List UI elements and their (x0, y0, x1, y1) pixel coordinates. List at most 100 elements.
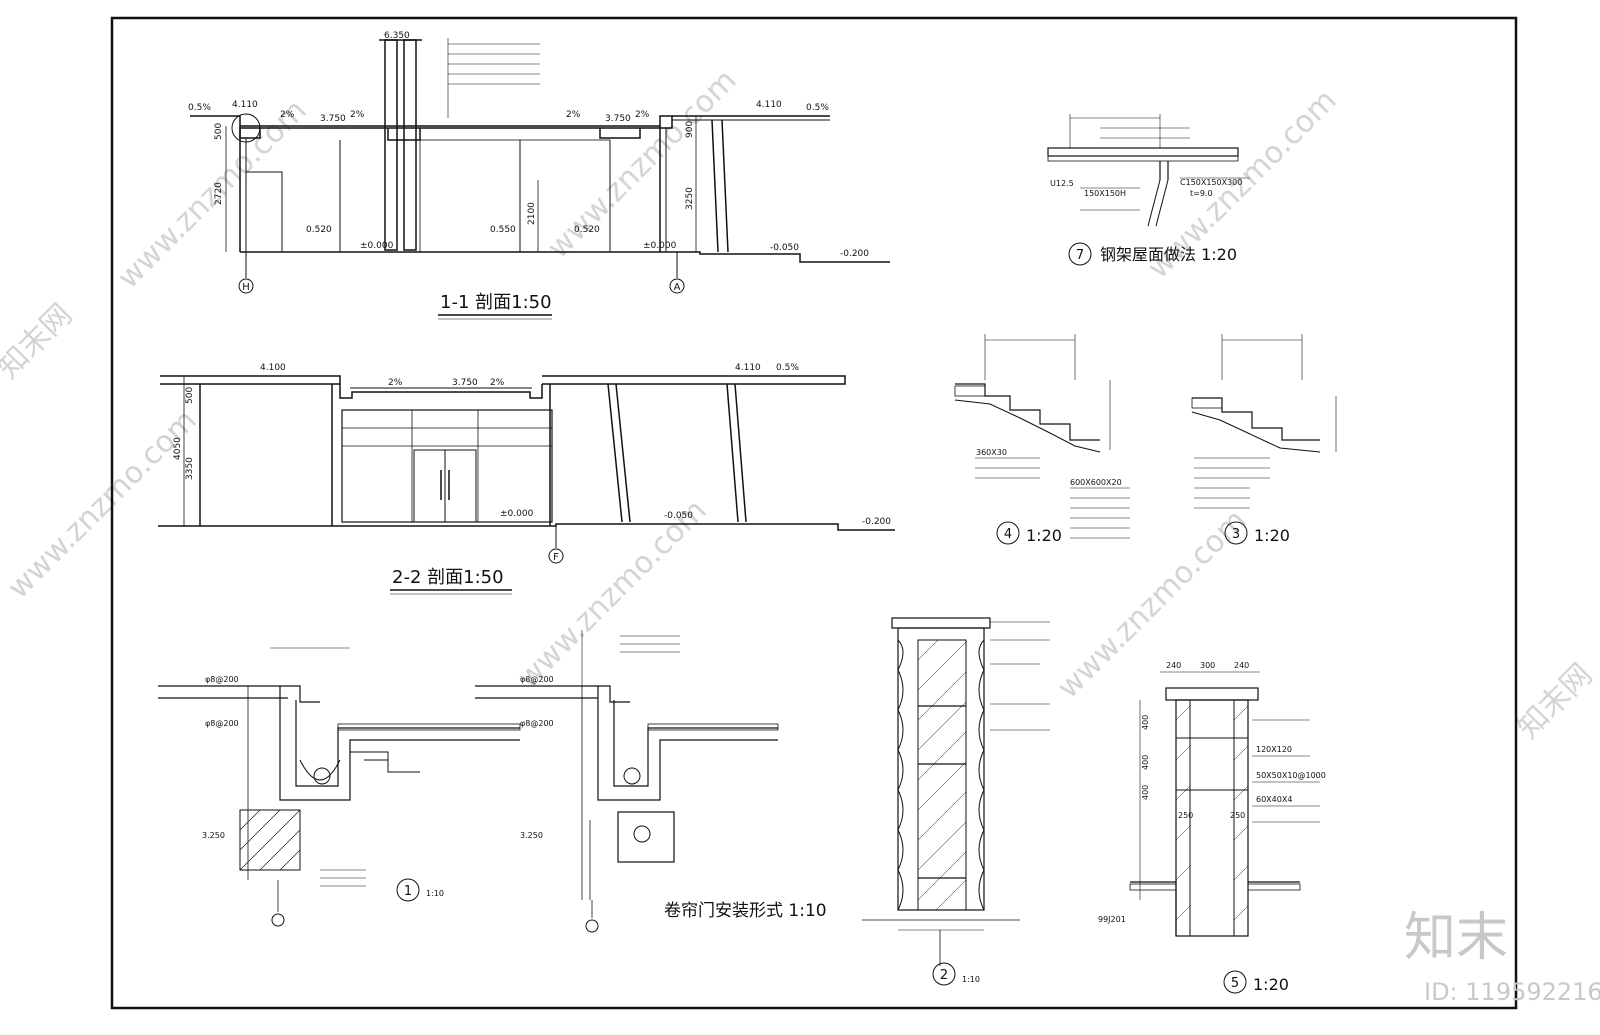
axis-label: F (553, 552, 559, 563)
detail-label: 360X30 (976, 448, 1007, 457)
dimension-label: 250 (1230, 811, 1245, 820)
roof-slab-mid (339, 384, 543, 399)
detail-number-circle (1068, 242, 1092, 266)
detail-label: 120X120 (1256, 745, 1292, 754)
detail-label: φ8@200 (520, 719, 554, 728)
elevation-label: -0.050 (664, 511, 693, 521)
dimension-label: 2720 (214, 182, 224, 205)
detail-number-circle (1223, 970, 1247, 994)
column (726, 383, 739, 523)
slope-label: 2% (490, 378, 505, 388)
detail-label: φ8@200 (205, 675, 239, 684)
sheet-border (110, 16, 1518, 1010)
detail-scale: 1:10 (962, 975, 980, 984)
column (607, 383, 623, 523)
note-lines (447, 38, 540, 118)
axis-bubble (548, 548, 564, 564)
detail-label: 50X50X10@1000 (1256, 771, 1326, 780)
detail-label: 600X600X20 (1070, 478, 1122, 487)
section-2-2: F 500 4050 3350 4.100 3.750 4.110 ±0.000… (158, 363, 895, 595)
axis-bubble (669, 278, 685, 294)
detail-callout-circle (231, 113, 261, 143)
roof-layer (1047, 147, 1239, 157)
slope-label: 0.5% (188, 103, 211, 113)
detail-label: C150X150X300 (1180, 178, 1242, 187)
ground-line (240, 251, 890, 263)
detail-scale: 1:20 (1026, 526, 1062, 545)
detail-number: 7 (1076, 248, 1084, 263)
detail-1-gutter: φ8@200 φ8@200 3.250 1 1:10 (158, 647, 521, 927)
section-title: 2-2 剖面1:50 (392, 567, 504, 588)
stone-facing (897, 639, 985, 911)
watermark: www.znzmo.com (111, 93, 314, 296)
elevation-label: 4.110 (756, 100, 782, 110)
detail-number: 3 (1232, 527, 1240, 542)
shutter-box (617, 811, 675, 863)
elevation-label: 0.520 (574, 225, 600, 235)
detail-label: U12.5 (1050, 179, 1074, 188)
chimney (384, 39, 398, 251)
hatched-wall (239, 809, 301, 871)
elevation-label: -0.050 (770, 243, 799, 253)
watermark: www.znzmo.com (1, 403, 204, 606)
image-id: ID: 1195922162 (1424, 978, 1600, 1006)
detail-number-circle (932, 962, 956, 986)
elevation-label: 3.750 (320, 114, 346, 124)
elevation-label: ±0.000 (643, 241, 677, 251)
slope-label: 2% (350, 110, 365, 120)
elevation-label: 4.110 (735, 363, 761, 373)
dimension-label: 500 (185, 387, 195, 404)
detail-label: 3.250 (520, 831, 543, 840)
detail-label: 60X40X4 (1256, 795, 1292, 804)
note-lines (990, 621, 1050, 731)
detail-scale: 1:10 (426, 889, 444, 898)
slope-label: 2% (388, 378, 403, 388)
coping (891, 617, 991, 629)
roof-slab-right (542, 375, 846, 385)
elevation-label: 3.750 (452, 378, 478, 388)
detail-title: 钢架屋面做法 1:20 (1100, 245, 1237, 264)
detail-scale: 1:20 (1254, 526, 1290, 545)
axis-label: A (674, 282, 681, 293)
step-profile (1192, 397, 1320, 441)
dimension-label: 250 (1178, 811, 1193, 820)
brand-logo: 知末 (1404, 908, 1508, 968)
elevation-label: 4.110 (232, 100, 258, 110)
dimension-label: 400 (1141, 715, 1150, 730)
column-cap (1165, 687, 1259, 701)
drain-pipe (623, 767, 641, 785)
elevation-label: ±0.000 (500, 509, 534, 519)
detail-number-circle (396, 878, 420, 902)
slope-label: 0.5% (776, 363, 799, 373)
watermark: www.znzmo.com (541, 63, 744, 266)
dimension-label: 400 (1141, 755, 1150, 770)
axis-bubble (585, 919, 599, 933)
elevation-label: -0.200 (862, 517, 891, 527)
detail-label: 150X150H (1084, 189, 1126, 198)
door (245, 171, 283, 253)
detail-title: 卷帘门安装形式 1:10 (664, 901, 827, 921)
slope-label: 2% (280, 110, 295, 120)
dimension-label: 240 (1166, 661, 1181, 670)
slope-label: 2% (566, 110, 581, 120)
gutter-section (279, 686, 520, 801)
column (615, 383, 631, 523)
step-profile (955, 383, 1100, 441)
shutter-roller (633, 825, 651, 843)
watermark-brand: 知末网 (1511, 657, 1599, 745)
detail-5-column: 240 300 240 400 400 400 250 250 120X120 … (1098, 661, 1326, 994)
detail-4-steps: 360X30 600X600X20 4 1:20 (954, 334, 1130, 545)
elevation-label: 4.100 (260, 363, 286, 373)
detail-number: 4 (1004, 527, 1012, 542)
note-lines (620, 635, 680, 653)
detail-label: t=9.0 (1190, 189, 1213, 198)
detail-label: 3.250 (202, 831, 225, 840)
detail-scale: 1:20 (1253, 975, 1289, 994)
roof-layer (1047, 155, 1239, 162)
detail-2-wall: 2 1:10 (862, 617, 1050, 986)
dimension-label: 500 (214, 123, 224, 140)
detail-label: φ8@200 (520, 675, 554, 684)
watermark: www.znzmo.com (1051, 503, 1254, 706)
slope-label: 2% (635, 110, 650, 120)
window (419, 139, 521, 253)
